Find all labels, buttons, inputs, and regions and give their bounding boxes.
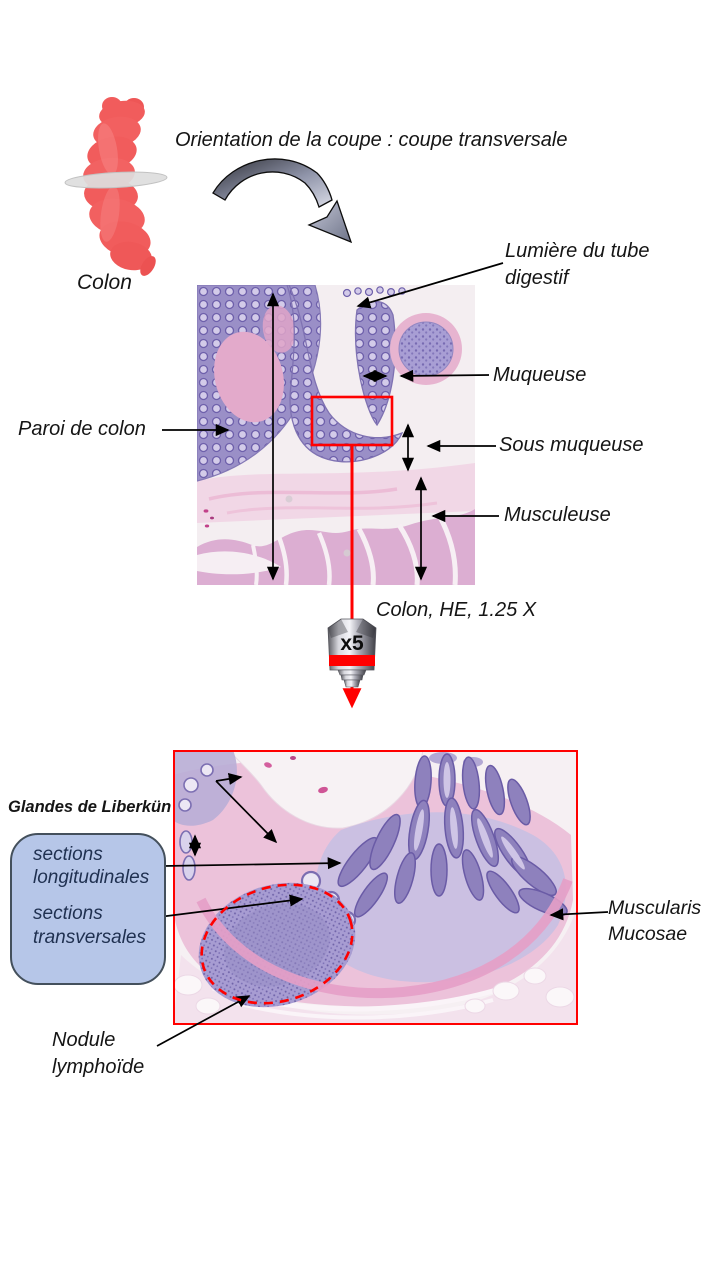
colon-label: Colon — [77, 271, 132, 294]
objective-red-band — [329, 655, 375, 666]
objective-bevel-left — [328, 619, 348, 638]
sections-callout-box: sections longitudinales sections transve… — [10, 833, 166, 985]
lumen — [227, 750, 424, 829]
lymphoid-follicle — [390, 313, 462, 385]
low-mag-caption: Colon, HE, 1.25 X — [376, 599, 537, 621]
low-mag-micrograph — [197, 285, 475, 585]
objective-tip — [343, 679, 361, 688]
high-mag-micrograph — [173, 750, 578, 1025]
objective-bevel-right — [356, 619, 376, 638]
debris-specks — [203, 495, 351, 557]
mucosa-label: Muqueuse — [493, 364, 587, 386]
cut-plane-disc — [64, 171, 168, 189]
objective-magnification-label: x5 — [340, 632, 364, 655]
micrograph2-red-border — [173, 750, 578, 1025]
orientation-caption: Orientation de la coupe : coupe transver… — [175, 129, 568, 151]
swoosh-arrowhead — [307, 199, 353, 244]
muscle-layer — [197, 509, 475, 585]
lumen-label: Lumière du tube digestif — [505, 240, 650, 289]
transverse-sections-label: sections transversales — [33, 903, 146, 948]
longitudinal-sections-label: sections longitudinales — [33, 844, 150, 889]
submucosa-layer — [197, 463, 475, 523]
orientation-curved-arrow — [212, 158, 353, 244]
objective-step-1 — [337, 669, 367, 676]
colon-illustration — [64, 97, 168, 276]
swoosh-band — [212, 158, 333, 208]
crypt-cores — [413, 762, 525, 870]
musculeuse-label: Musculeuse — [504, 504, 611, 526]
colon-body — [83, 97, 156, 276]
objective-step-2 — [340, 674, 364, 681]
muscularis-mucosae-label: Muscularis Mucosae — [608, 897, 702, 946]
glands-title: Glandes de Liberkün — [8, 798, 172, 816]
wall-label: Paroi de colon — [18, 418, 146, 440]
lymphoid-nodule-label: Nodule lymphoïde — [52, 1029, 145, 1078]
crypts-longitudinal — [337, 753, 568, 918]
submucosa-label: Sous muqueuse — [499, 434, 644, 456]
objective-x5-icon: x5 — [327, 618, 377, 688]
